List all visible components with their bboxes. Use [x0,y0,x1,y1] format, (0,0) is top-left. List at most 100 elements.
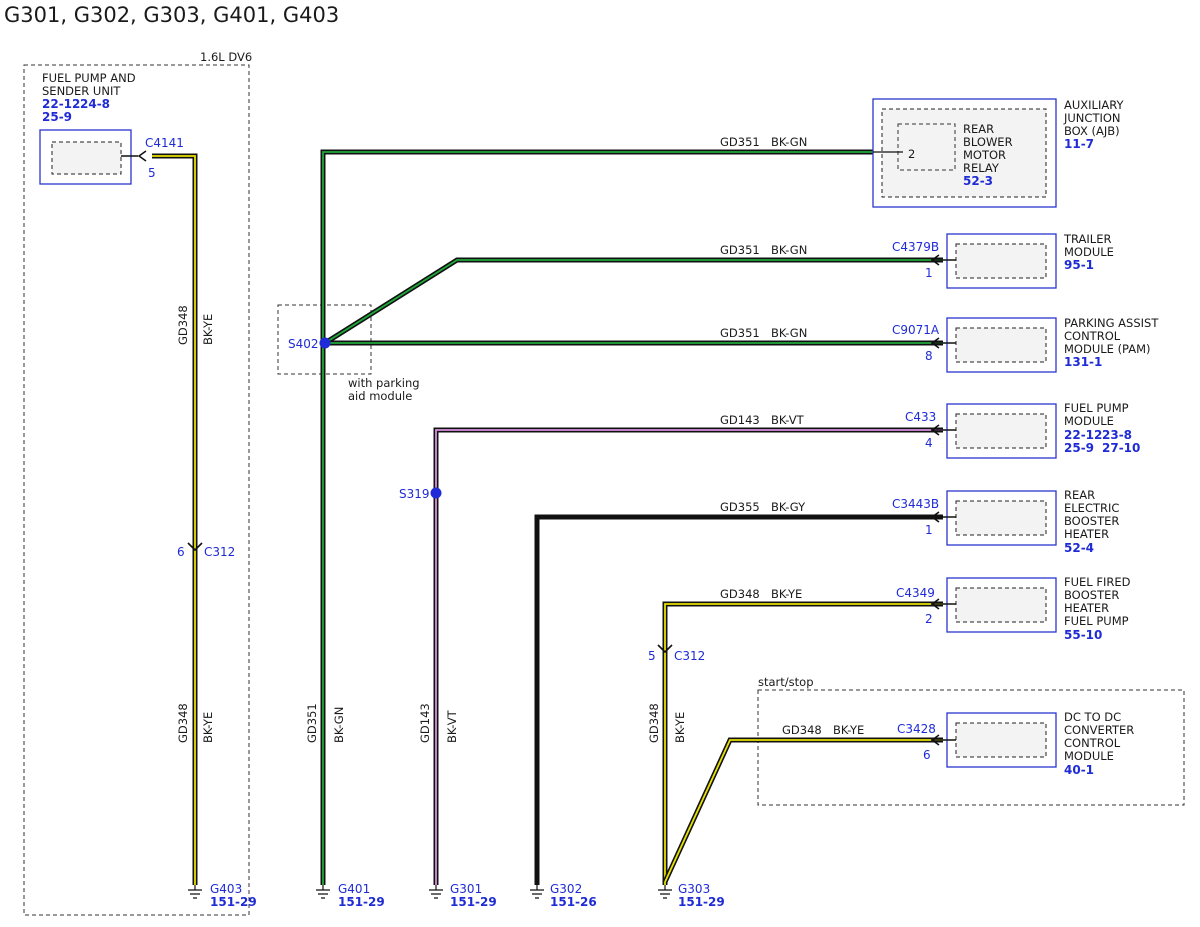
wire-gd143 [433,427,943,885]
c3443b-pin: 1 [925,523,933,537]
c4349-pin: 2 [925,612,933,626]
trailer-wire-circuit: GD351 [720,243,760,257]
rbh-name3: BOOSTER [1064,514,1119,528]
sender-lower-color: BK-YE [201,712,215,743]
c4379b-label: C4379B [892,240,939,254]
inline-connector-c312-right: 5 C312 [648,644,705,663]
rear-booster-heater: C3443B 1 REAR ELECTRIC BOOSTER HEATER 52… [892,488,1119,555]
s319-label: S319 [399,487,430,501]
trailer-wire-color: BK-GN [771,243,807,257]
dcdc-name3: CONTROL [1064,736,1121,750]
fpsu-name2: SENDER UNIT [42,84,121,98]
ajb-name1: AUXILIARY [1064,98,1124,112]
trailer-name1: TRAILER [1063,232,1111,246]
c3428-label: C3428 [897,722,936,736]
relay-name2: BLOWER [963,135,1013,149]
rbh-wire-circuit: GD355 [720,500,760,514]
fpm-ref2b: 27-10 [1102,441,1140,455]
fuel-pump-sender-unit: FUEL PUMP AND SENDER UNIT 22-12 24-8 25-… [39,71,184,185]
ffh-name2: BOOSTER [1064,588,1119,602]
trailer-module: C4379B 1 TRAILER MODULE 95-1 [892,232,1114,289]
rbh-wire-color: BK-GY [771,500,806,514]
relay-name3: MOTOR [963,148,1006,162]
pam-name2: CONTROL [1064,329,1121,343]
g302-name: G302 [550,882,582,896]
g401-wire-color: BK-GN [332,707,346,743]
ffh-name4: FUEL PUMP [1064,614,1129,628]
g301-wire-circuit: GD143 [418,703,432,743]
c9071a-pin: 8 [925,349,933,363]
dcdc-ref: 40-1 [1064,763,1094,777]
start-stop-region-label: start/stop [758,675,814,689]
g301-ground-icon [429,885,443,899]
c3443b-label: C3443B [892,497,939,511]
ajb-wire-color: BK-GN [771,135,807,149]
sender-lower-circuit: GD348 [176,703,190,743]
s402-dot [319,337,331,349]
g302-ground-icon [530,885,544,899]
relay-name1: REAR [963,122,994,136]
relay-pin: 2 [908,147,915,161]
fpm-ref1b: 23-8 [1102,428,1132,442]
dcdc-name1: DC TO DC [1064,710,1121,724]
g401-wire-circuit: GD351 [305,703,319,743]
pam-name3: MODULE (PAM) [1064,342,1151,356]
g301-name: G301 [450,882,482,896]
vertical-wire-labels: GD348 BK-YE GD348 BK-YE GD351 BK-GN GD14… [176,305,687,743]
sender-upper-circuit: GD348 [176,305,190,345]
ajb-wire-circuit: GD351 [720,135,760,149]
g301-ref: 151-29 [450,895,497,909]
sender-upper-color: BK-YE [201,314,215,345]
dc-to-dc-converter: C3428 6 DC TO DC CONVERTER CONTROL MODUL… [897,710,1134,777]
c9071a-label: C9071A [892,323,940,337]
inline-connector-c312-left: 6 C312 [177,542,235,559]
wire-gd348-sender [152,153,198,885]
pam-ref: 131-1 [1064,355,1102,369]
c312-left-pin: 6 [177,545,185,559]
g403-ref: 151-29 [210,895,257,909]
start-stop-region-box [757,689,1185,806]
fpm-ref1a: 22-12 [1064,428,1102,442]
ffh-name3: HEATER [1064,601,1109,615]
ground-g303: G303 151-29 [658,882,725,909]
c4379b-pin: 1 [925,266,933,280]
fpm-wire-circuit: GD143 [720,413,760,427]
rbh-name2: ELECTRIC [1064,501,1119,515]
pam-wire-color: BK-GN [771,326,807,340]
s319-dot [430,487,442,499]
horizontal-wire-labels: GD351 BK-GN GD351 BK-GN GD351 BK-GN GD14… [720,135,864,737]
fpsu-ref1b: 24-8 [80,97,110,111]
ffh-wire-color: BK-YE [771,587,802,601]
splice-s319: S319 [399,487,442,501]
dcdc-name4: MODULE [1064,749,1114,763]
pam-name1: PARKING ASSIST [1064,316,1159,330]
c4141-connector-icon [121,150,147,162]
ffh-name1: FUEL FIRED [1064,575,1131,589]
fpm-name2: MODULE [1064,414,1114,428]
g401-ground-icon [316,885,330,899]
fpm-ref2a: 25-9 [1064,441,1094,455]
wire-gd351 [320,149,943,885]
ajb-name2: JUNCTION [1063,111,1121,125]
g303-wire-circuit: GD348 [647,703,661,743]
ajb-name3: BOX (AJB) [1064,124,1120,138]
g403-name: G403 [210,882,242,896]
g401-ref: 151-29 [338,895,385,909]
ffh-ref: 55-10 [1064,628,1102,642]
g303-name: G303 [678,882,710,896]
engine-region-label: 1.6L DV6 [200,50,252,64]
relay-name4: RELAY [963,161,1000,175]
fuel-fired-booster-heater: C4349 2 FUEL FIRED BOOSTER HEATER FUEL P… [896,575,1131,642]
fuel-pump-module: C433 4 FUEL PUMP MODULE 22-12 23-8 25-9 … [905,401,1140,459]
splice-s402: S402 [288,337,331,351]
wire-gd348-heater [662,601,943,885]
fpsu-ref1a: 22-12 [42,97,80,111]
ground-g403: G403 151-29 [188,882,257,909]
c3428-pin: 6 [923,748,931,762]
dcdc-name2: CONVERTER [1064,723,1134,737]
g403-ground-icon [188,885,202,899]
page-title: G301, G302, G303, G401, G403 [4,3,339,27]
rbh-ref: 52-4 [1064,541,1094,555]
c4141-label: C4141 [145,136,184,150]
